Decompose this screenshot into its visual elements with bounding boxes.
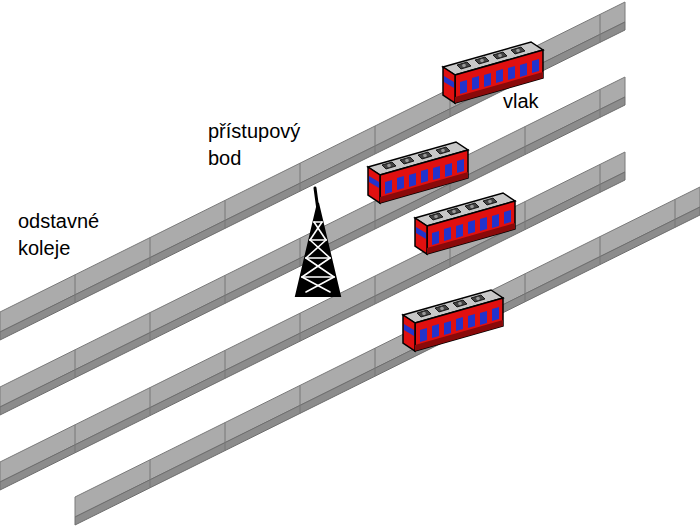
label: odstavné koleje	[18, 208, 128, 262]
track	[0, 152, 625, 490]
track	[0, 77, 625, 415]
track	[75, 187, 700, 525]
label: vlak	[503, 88, 583, 115]
label: přístupový bod	[208, 118, 333, 172]
